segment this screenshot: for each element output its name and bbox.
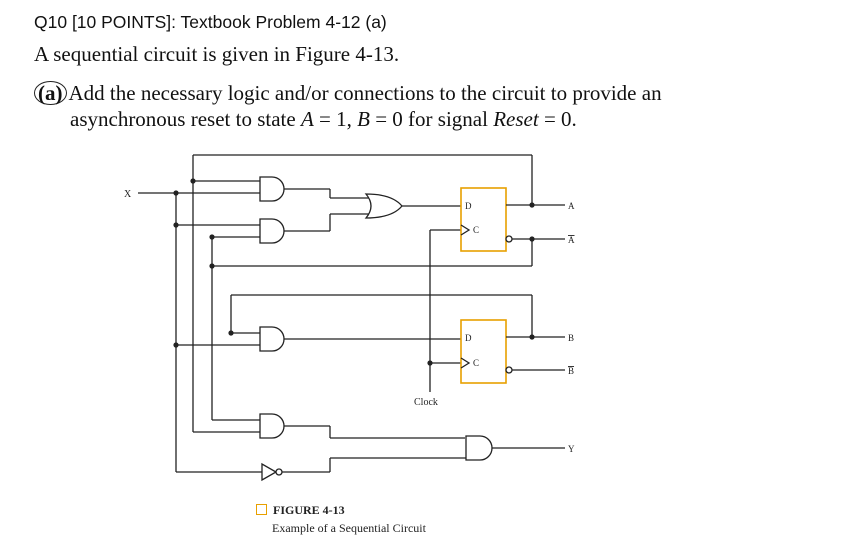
question-header: Q10 [10 POINTS]: Textbook Problem 4-12 (… — [34, 12, 387, 32]
output-a-label: A — [568, 201, 575, 211]
ff-b-c-label: C — [473, 358, 479, 368]
ff-a-d-label: D — [465, 201, 472, 211]
clock-wiring — [429, 229, 461, 392]
output-b-label: B — [568, 333, 574, 343]
var-b: B — [357, 107, 370, 131]
part-a-mark: (a) — [34, 81, 67, 105]
output-y-label: Y — [568, 444, 575, 454]
a-bar-wiring — [211, 236, 533, 421]
input-x-label: X — [124, 189, 132, 200]
ff-b-d-label: D — [465, 333, 472, 343]
output-b-bar-label: B — [568, 366, 574, 376]
figure-subtitle: Example of a Sequential Circuit — [272, 521, 426, 535]
flip-flop-a — [460, 187, 565, 252]
question-part-a: (a)Add the necessary logic and/or connec… — [34, 80, 662, 132]
figure-label: FIGURE 4-13 — [273, 503, 345, 517]
var-a: A — [300, 107, 314, 131]
and-gate-2 — [259, 213, 374, 244]
eq-b: = 0 for signal — [369, 107, 494, 131]
junction-dots — [173, 178, 535, 366]
part-a-text-1: Add the necessary logic and/or connectio… — [68, 81, 662, 105]
part-a-line-1: (a)Add the necessary logic and/or connec… — [34, 80, 662, 106]
part-a-line-2: asynchronous reset to state A = 1, B = 0… — [34, 106, 662, 132]
eq-reset: = 0. — [538, 107, 577, 131]
b-feedback-wiring — [230, 294, 533, 337]
output-a-bar-label: A — [568, 235, 575, 245]
and-gate-4 — [259, 413, 465, 439]
and-gate-3 — [259, 326, 461, 352]
and-gate-1 — [259, 176, 369, 202]
ff-a-c-label: C — [473, 225, 479, 235]
flip-flop-b — [460, 319, 565, 384]
a-feedback-wiring — [192, 154, 533, 433]
question-intro: A sequential circuit is given in Figure … — [34, 42, 400, 66]
clock-label: Clock — [414, 397, 438, 408]
part-a-text-2: asynchronous reset to state — [70, 107, 301, 131]
figure-caption: FIGURE 4-13 Example of a Sequential Circ… — [256, 501, 426, 536]
var-reset: Reset — [493, 107, 539, 131]
caption-box-icon — [256, 503, 267, 515]
or-gate — [364, 193, 461, 219]
inverter-gate — [261, 457, 466, 482]
input-x-wiring — [138, 192, 262, 473]
eq-a: = 1, — [313, 107, 358, 131]
and-gate-y — [465, 435, 565, 461]
